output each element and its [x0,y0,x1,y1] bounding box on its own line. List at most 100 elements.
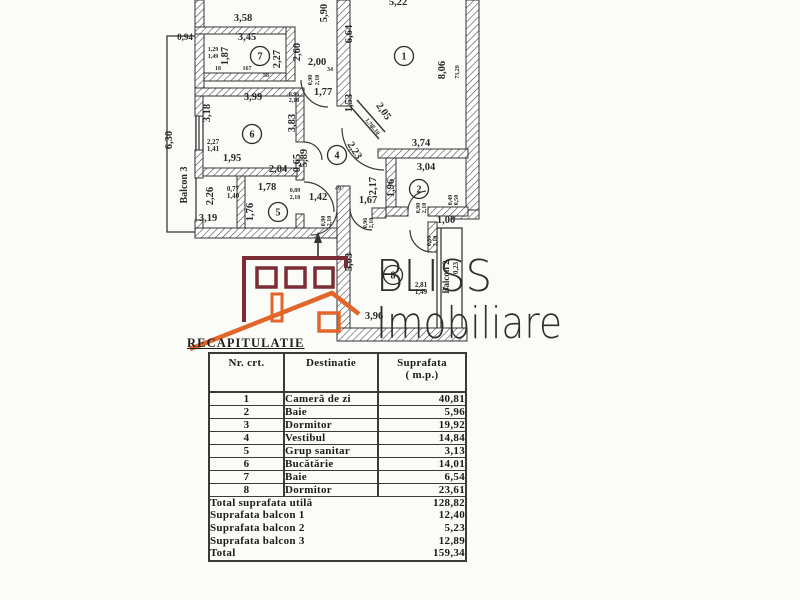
wall [285,26,296,82]
dimension-label: 3,45 [238,32,256,43]
wall [427,221,438,253]
door-arc [409,229,433,253]
room-number: 7 [249,45,271,67]
dimension-label: 1,78 [258,182,276,193]
dimension-label: 2,10 [315,75,321,86]
table-cell: 6 [209,457,285,471]
logo-roof-icon [189,290,361,352]
logo-text-line2: Imobiliare [376,298,562,349]
dimension-label: 1,42 [309,192,327,203]
dimension-label: 2,10 [290,195,301,201]
wall [336,327,468,342]
wall [202,167,298,177]
dimension-label: 0,90 [321,216,327,227]
svg-text:5: 5 [276,208,281,219]
logo-window-icon [317,311,341,333]
table-cell: Grup sanitar [284,444,379,458]
door-arcs-group [300,79,433,253]
col-header-nr: Nr. crt. [209,353,285,393]
dimension-label: 0,89 [290,188,301,194]
angled-wall [349,105,380,140]
wall [371,207,387,219]
dimension-label: 3,99 [244,92,262,103]
dimension-label: 3,58 [234,13,252,24]
wall [427,206,469,217]
dimension-label: 2,10 [327,216,333,227]
svg-text:1: 1 [402,52,407,63]
svg-text:2: 2 [417,185,422,196]
wall [194,227,348,239]
table-cell: 8 [209,483,285,497]
table-cell: 14,84 [378,431,466,445]
angled-wall [356,99,386,133]
summary-value: 128,82 [432,496,465,509]
room-number: 1 [393,45,415,67]
table-cell: 2 [209,405,285,419]
table-cell: 4 [209,431,285,445]
room-number: 8 [382,264,404,286]
dimension-label: 1,41 [207,145,220,153]
logo-chimney-icon [270,292,284,323]
wall [194,0,205,97]
table-cell: 23,61 [378,483,466,497]
summary-label: Suprafata balcon 3 [210,534,305,547]
wall [194,95,204,117]
dimension-label: 8,06 [437,61,448,79]
table-cell: Dormitor [284,418,379,432]
dimension-label: 3,19 [199,213,217,224]
col-header-destinatie: Destinatie [284,353,379,393]
dimension-label: 0,50 [454,195,460,206]
summary-value: 159,34 [432,547,465,560]
dimension-label: 1,96 [386,179,397,197]
wall [295,95,305,143]
dimension-label: 5,22 [389,0,407,8]
table-cell: 5,96 [378,405,466,419]
wall [377,148,469,159]
table-cell: 14,01 [378,457,466,471]
dimension-label: Balcon 3 [179,167,190,204]
dimension-label: 1,49 [415,288,428,296]
wall [385,206,409,217]
table-cell: Baie [284,405,379,419]
dimension-label: 167 [243,66,252,72]
dimension-label: 2,05 [373,101,393,122]
recap-title: RECAPITULATIE [187,336,305,350]
wall [465,0,480,213]
dimension-label: 1,29 [208,47,219,53]
table-cell: Dormitor [284,483,379,497]
logo-text-line1: BLISS [376,251,492,302]
dimension-label: 0,80 [427,236,433,247]
table-cell: 19,92 [378,418,466,432]
dimension-label: 3,04 [417,162,436,173]
door-arc [407,190,427,212]
dimension-label: 2,10 [289,98,300,104]
summary-row: Suprafata balcon 3 12,89 [209,535,466,548]
summary-value: 12,89 [438,534,465,547]
dimension-label: 2,23 [345,140,364,161]
table-cell: Cameră de zi [284,392,379,406]
dimension-label: 0,96 [289,92,300,98]
dimension-label: 0,96 [363,218,369,229]
walls-group [194,0,480,342]
room-number: 4 [326,144,348,166]
dimension-label: 2,27 [207,138,220,146]
dimension-label: 2,81 [415,281,428,289]
room-number: 2 [408,178,430,200]
dimension-label: 2,26 [205,187,216,205]
room-number: 5 [267,201,289,223]
table-cell: 7 [209,470,285,484]
dimension-label: 0,65 [292,154,303,172]
summary-label: Total suprafata utilă [210,496,313,509]
table-header-row: Nr. crt. Destinatie Suprafata ( m.p.) [209,353,466,393]
dimension-label: 1,49 [208,54,219,60]
summary-row: Total suprafata utilă 128,82 [209,497,466,510]
dimension-label: 1,67 [359,195,377,206]
